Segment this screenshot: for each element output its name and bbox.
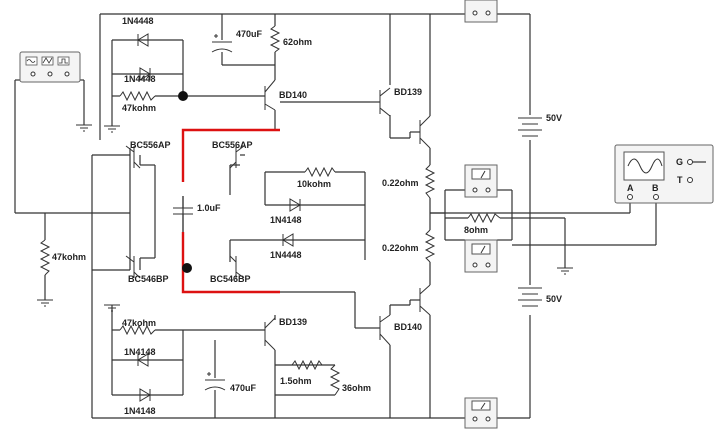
oscilloscope-terminal-t: T	[677, 175, 683, 185]
label-r-10kohm: 10kohm	[297, 179, 331, 189]
ground-icon	[37, 299, 53, 307]
ground-icon	[104, 125, 120, 133]
function-generator-icon[interactable]	[19, 51, 81, 83]
label-d-1n4448-mid: 1N4448	[270, 250, 302, 260]
ground-icon	[76, 124, 92, 132]
label-r-022-bot: 0.22ohm	[382, 243, 419, 253]
ammeter-icon[interactable]	[464, 397, 498, 429]
diodes	[135, 33, 308, 402]
label-d-1n4148-mid: 1N4148	[270, 215, 302, 225]
label-q-bd139-top: BD139	[394, 87, 422, 97]
label-q-bd140-top: BD140	[279, 90, 307, 100]
labels: 1N4448 1N4448 470uF 62ohm 47kohm BD140 B…	[52, 16, 562, 416]
capacitors	[173, 34, 233, 391]
resistors	[39, 25, 501, 396]
junction-dot	[182, 263, 192, 273]
label-v-50v-bot: 50V	[546, 294, 562, 304]
oscilloscope-terminal-a: A	[627, 183, 634, 193]
battery-top	[518, 117, 542, 137]
oscilloscope-icon[interactable]	[614, 144, 714, 204]
junction-dot	[178, 91, 188, 101]
label-d-1n4148-bot: 1N4148	[124, 347, 156, 357]
label-v-50v-top: 50V	[546, 113, 562, 123]
wires	[14, 13, 657, 419]
highlighted-path	[181, 128, 280, 294]
label-r-47kohm-bot: 47kohm	[122, 318, 156, 328]
label-c-1uf: 1.0uF	[197, 203, 221, 213]
ammeter-icon[interactable]	[464, 239, 498, 273]
label-r-15ohm: 1.5ohm	[280, 376, 312, 386]
transistors	[125, 79, 431, 351]
oscilloscope-terminal-b: B	[652, 183, 659, 193]
label-c-470uf-bot: 470uF	[230, 383, 257, 393]
battery-bottom	[518, 287, 542, 307]
label-q-bd140-bot: BD140	[394, 322, 422, 332]
label-r-022-top: 0.22ohm	[382, 178, 419, 188]
label-q-bc546bp-right: BC546BP	[210, 274, 251, 284]
ammeter-icon[interactable]	[464, 0, 498, 23]
label-c-470uf-top: 470uF	[236, 29, 263, 39]
label-r-36ohm: 36ohm	[342, 383, 371, 393]
oscilloscope-terminal-g: G	[676, 157, 683, 167]
label-r-8ohm: 8ohm	[464, 225, 488, 235]
ground-icon	[557, 267, 573, 275]
ammeter-icon[interactable]	[464, 164, 498, 198]
label-q-bc546bp-left: BC546BP	[128, 274, 169, 284]
label-q-bd139-bot: BD139	[279, 317, 307, 327]
label-q-bc556ap-right: BC556AP	[212, 140, 253, 150]
ground-icon	[104, 304, 120, 312]
label-d-1n4448-top2: 1N4448	[124, 74, 156, 84]
label-q-bc556ap-left: BC556AP	[130, 140, 171, 150]
label-d-1n4148-bot2: 1N4148	[124, 406, 156, 416]
label-d-1n4448-top: 1N4448	[122, 16, 154, 26]
label-r-47kohm-top: 47kohm	[122, 103, 156, 113]
label-r-62ohm: 62ohm	[283, 37, 312, 47]
label-r-47kohm-left: 47kohm	[52, 252, 86, 262]
